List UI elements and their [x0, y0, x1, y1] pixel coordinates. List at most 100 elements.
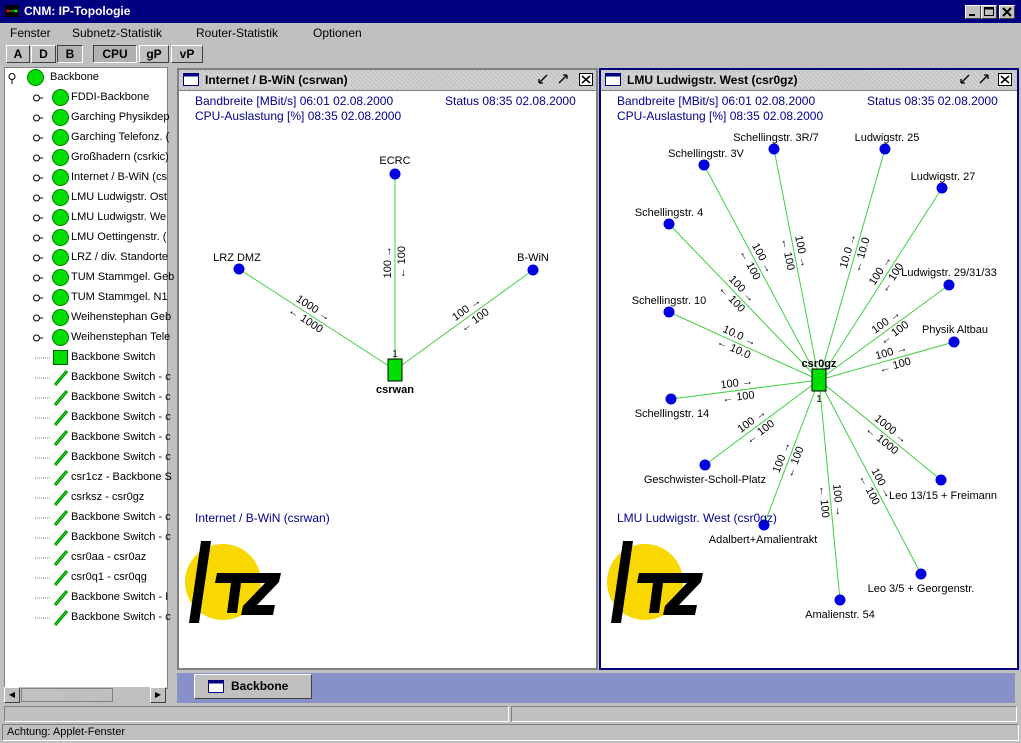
toolbar-button-b[interactable]: B	[57, 45, 83, 63]
menu-fenster[interactable]: Fenster	[10, 26, 51, 40]
maximize-panel-icon[interactable]	[556, 73, 571, 86]
network-node[interactable]	[527, 264, 539, 276]
link-line[interactable]	[818, 284, 950, 381]
close-panel-icon[interactable]	[998, 73, 1013, 86]
tree-expander-icon[interactable]	[33, 294, 43, 302]
tree-item[interactable]: TUM Stammgel. Geb	[5, 268, 174, 288]
iconify-icon[interactable]	[536, 73, 551, 86]
toolbar-button-gp[interactable]: gP	[139, 45, 169, 63]
tree-item[interactable]: Backbone Switch - c	[5, 508, 171, 528]
link-line[interactable]	[670, 379, 820, 400]
close-panel-icon[interactable]	[579, 73, 594, 86]
network-node[interactable]	[698, 159, 710, 171]
scroll-thumb[interactable]	[21, 688, 113, 702]
tree-item[interactable]: Backbone Switch - c	[5, 448, 171, 468]
tree-item[interactable]: LMU Oettingenstr. (	[5, 228, 166, 248]
tree-item[interactable]: LRZ / div. Standorte	[5, 248, 168, 268]
tree-item[interactable]: TUM Stammgel. N1	[5, 288, 168, 308]
tree-item[interactable]: csr1cz - Backbone S	[5, 468, 172, 488]
link-line[interactable]	[394, 269, 534, 371]
tree-expander-icon[interactable]	[33, 154, 43, 162]
link-line[interactable]	[818, 341, 955, 381]
iconify-icon[interactable]	[958, 73, 973, 86]
router-node[interactable]	[811, 368, 827, 392]
router-node[interactable]	[387, 358, 403, 382]
link-line[interactable]	[703, 164, 820, 381]
link-line[interactable]	[773, 148, 820, 381]
link-line[interactable]	[818, 379, 922, 575]
scroll-left-button[interactable]: ◀	[4, 687, 20, 703]
maximize-panel-icon[interactable]	[977, 73, 992, 86]
tree-expander-icon[interactable]	[33, 334, 43, 342]
network-node[interactable]	[663, 218, 675, 230]
network-node[interactable]	[879, 143, 891, 155]
tree-item[interactable]: Backbone Switch - c	[5, 528, 171, 548]
tree-item[interactable]: Großhadern (csrkic)	[5, 148, 169, 168]
menu-subnetz-statistik[interactable]: Subnetz-Statistik	[72, 26, 163, 40]
scroll-right-button[interactable]: ▶	[150, 687, 166, 703]
tree-expander-icon[interactable]	[33, 254, 43, 262]
toolbar-button-cpu[interactable]: CPU	[93, 45, 137, 63]
tree-item[interactable]: Backbone Switch - c	[5, 408, 171, 428]
tree-expander-icon[interactable]	[33, 234, 43, 242]
tree-expander-icon[interactable]	[33, 214, 43, 222]
tree-item[interactable]: Weihenstephan Geb	[5, 308, 171, 328]
tree-item[interactable]: Internet / B-WiN (cs	[5, 168, 167, 188]
topology-panel-csr0gz[interactable]: LMU Ludwigstr. West (csr0gz) Bandbreite …	[599, 68, 1019, 670]
tree-expander-icon[interactable]	[33, 94, 43, 102]
link-line[interactable]	[818, 148, 886, 381]
tree-expander-icon[interactable]	[8, 73, 17, 84]
link-line[interactable]	[668, 311, 820, 381]
tree-expander-icon[interactable]	[33, 314, 43, 322]
taskbar-button-backbone[interactable]: Backbone	[194, 674, 312, 699]
menu-router-statistik[interactable]: Router-Statistik	[196, 26, 279, 40]
tree-item[interactable]: csr0aa - csr0az	[5, 548, 165, 568]
toolbar-button-d[interactable]: D	[31, 45, 56, 63]
tree-expander-icon[interactable]	[33, 174, 43, 182]
minimize-button[interactable]	[965, 5, 981, 19]
network-node[interactable]	[758, 519, 770, 531]
toolbar-button-vp[interactable]: vP	[171, 45, 203, 63]
network-node[interactable]	[915, 568, 927, 580]
tree-item[interactable]: Backbone Switch - c	[5, 608, 171, 628]
tree-item[interactable]: Backbone Switch - c	[5, 388, 171, 408]
tree-item[interactable]: Backbone Switch - c	[5, 428, 171, 448]
network-node[interactable]	[943, 279, 955, 291]
link-line[interactable]	[238, 268, 396, 371]
link-line[interactable]	[818, 379, 841, 601]
network-node[interactable]	[935, 474, 947, 486]
link-line[interactable]	[668, 223, 820, 381]
tree-item[interactable]: Weihenstephan Tele	[5, 328, 170, 348]
tree-expander-icon[interactable]	[33, 114, 43, 122]
tree-item[interactable]: Backbone Switch - c	[5, 368, 171, 388]
tree-expander-icon[interactable]	[33, 274, 43, 282]
tree-item[interactable]: LMU Ludwigstr. Ost	[5, 188, 167, 208]
close-button[interactable]	[999, 5, 1015, 19]
tree-item[interactable]: Garching Physikdep	[5, 108, 169, 128]
tree-expander-icon[interactable]	[33, 134, 43, 142]
network-node[interactable]	[699, 459, 711, 471]
tree-item[interactable]: FDDI-Backbone	[5, 88, 165, 108]
tree-item[interactable]: LMU Ludwigstr. We	[5, 208, 166, 228]
link-line[interactable]	[818, 379, 942, 481]
network-node[interactable]	[948, 336, 960, 348]
network-node[interactable]	[665, 393, 677, 405]
tree-item[interactable]: Backbone	[5, 68, 165, 88]
tree-item[interactable]: Backbone Switch - I	[5, 588, 168, 608]
network-node[interactable]	[768, 143, 780, 155]
link-line[interactable]	[704, 379, 820, 466]
maximize-button[interactable]	[981, 5, 997, 19]
topology-panel-csrwan[interactable]: Internet / B-WiN (csrwan) Bandbreite [MB…	[177, 68, 598, 670]
network-node[interactable]	[663, 306, 675, 318]
menu-optionen[interactable]: Optionen	[313, 26, 362, 40]
tree-item[interactable]: Garching Telefonz. (	[5, 128, 169, 148]
link-line[interactable]	[763, 379, 820, 526]
tree-item[interactable]: Backbone Switch	[5, 348, 165, 368]
toolbar-button-a[interactable]: A	[6, 45, 30, 63]
tree-horizontal-scrollbar[interactable]: ◀ ▶	[4, 687, 166, 704]
tree-expander-icon[interactable]	[33, 194, 43, 202]
tree-item[interactable]: csrksz - csr0gz	[5, 488, 165, 508]
link-line[interactable]	[818, 187, 943, 381]
tree-item[interactable]: csr0q1 - csr0qg	[5, 568, 165, 588]
